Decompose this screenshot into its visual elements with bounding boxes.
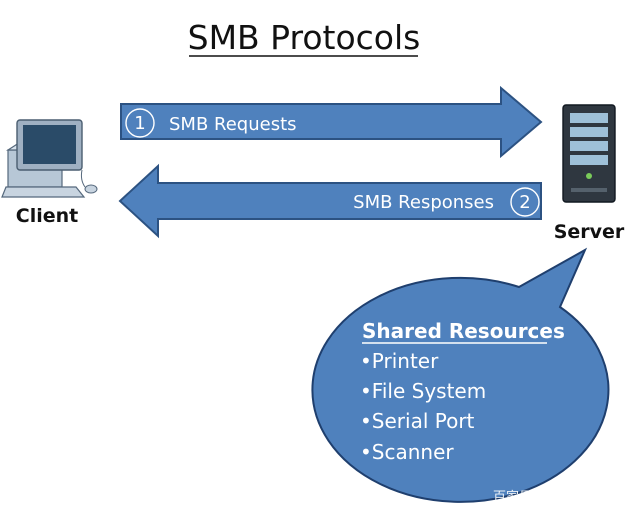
response-arrow: 2 SMB Responses <box>118 163 542 239</box>
request-arrow-shape <box>120 85 543 159</box>
request-arrow: 1 SMB Requests <box>120 85 543 159</box>
response-arrow-shape <box>118 163 542 239</box>
resource-item-serial-port: •Serial Port <box>360 409 475 433</box>
response-number-badge <box>510 187 540 217</box>
request-number: 1 <box>134 113 145 134</box>
response-number: 2 <box>519 192 530 213</box>
shared-resources-bubble <box>311 247 610 503</box>
watermark: 百家号 <box>493 489 532 505</box>
server-label: Server <box>554 221 625 243</box>
shared-resources-heading: Shared Resources <box>362 319 565 343</box>
response-label: SMB Responses <box>353 192 494 213</box>
request-label: SMB Requests <box>169 114 297 135</box>
resource-item-file-system: •File System <box>360 379 486 403</box>
server-icon <box>562 104 616 203</box>
resource-item-scanner: •Scanner <box>360 440 454 464</box>
resource-item-printer: •Printer <box>360 349 439 373</box>
client-label: Client <box>16 205 78 227</box>
page-title: SMB Protocols <box>188 18 421 57</box>
shared-resources-content: Shared Resources •Printer •File System •… <box>360 319 565 464</box>
request-number-badge <box>125 108 155 138</box>
client-computer-icon <box>1 119 98 198</box>
